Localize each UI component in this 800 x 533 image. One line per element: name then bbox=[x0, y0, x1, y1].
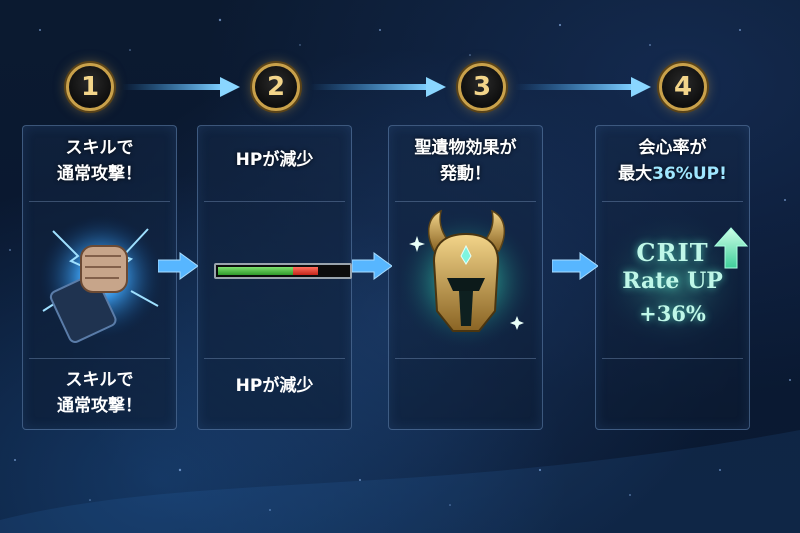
step-4-title-line2: 最大36%UP! bbox=[596, 162, 749, 187]
up-arrow-icon bbox=[714, 227, 748, 269]
step-4-title-line1: 会心率が bbox=[638, 138, 707, 158]
step-3-card: 聖遺物効果が 発動！ bbox=[388, 125, 543, 430]
step-4-number: 4 bbox=[673, 72, 693, 102]
divider bbox=[204, 201, 345, 202]
step-1-card: スキルで 通常攻撃！ スキルで 通常攻撃！ bbox=[22, 125, 177, 430]
hp-bar bbox=[214, 263, 352, 279]
step-2-number: 2 bbox=[266, 72, 286, 102]
crit-label: CRIT bbox=[636, 238, 709, 267]
step-4-card: 会心率が 最大36%UP! CRIT Rate UP +36% bbox=[595, 125, 750, 430]
step-2-bottom-text: HPが減少 bbox=[235, 376, 314, 396]
hp-bar-damage-fill bbox=[293, 267, 318, 275]
step-4-badge: 4 bbox=[659, 63, 707, 111]
top-arrow-right-icon bbox=[515, 77, 651, 97]
step-3-number: 3 bbox=[472, 72, 492, 102]
top-arrow-right-icon bbox=[122, 77, 240, 97]
divider bbox=[602, 358, 743, 359]
step-3-badge: 3 bbox=[458, 63, 506, 111]
step-1-badge: 1 bbox=[66, 63, 114, 111]
helmet-icon bbox=[396, 209, 536, 351]
top-arrow-right-icon bbox=[310, 77, 446, 97]
mid-arrow-right-icon bbox=[552, 252, 598, 280]
step-2-badge: 2 bbox=[252, 63, 300, 111]
step-3-title-line1: 聖遺物効果が bbox=[414, 138, 517, 158]
step-1-title-line1: スキルで bbox=[65, 138, 134, 158]
mid-arrow-right-icon bbox=[158, 252, 198, 280]
crit-rate-up-label: Rate UP bbox=[622, 268, 723, 294]
divider bbox=[395, 201, 536, 202]
crit-percent-label: +36% bbox=[639, 301, 706, 326]
step-2-title: HPが減少 bbox=[235, 150, 314, 170]
step-1-bottom-line2: 通常攻撃！ bbox=[57, 396, 142, 416]
step-4-title-prefix: 最大 bbox=[618, 164, 653, 184]
divider bbox=[395, 358, 536, 359]
step-4-title-highlight: 36%UP! bbox=[652, 164, 727, 184]
step-1-bottom-line1: スキルで bbox=[65, 370, 134, 390]
step-1-number: 1 bbox=[80, 72, 100, 102]
crit-glow-background bbox=[598, 211, 748, 351]
step-2-card: HPが減少 HPが減少 bbox=[197, 125, 352, 430]
divider bbox=[602, 201, 743, 202]
mid-arrow-right-icon bbox=[352, 252, 392, 280]
divider bbox=[29, 201, 170, 202]
divider bbox=[29, 358, 170, 359]
divider bbox=[204, 358, 345, 359]
hp-bar-current-fill bbox=[218, 267, 293, 275]
step-1-title-line2: 通常攻撃！ bbox=[57, 164, 142, 184]
fist-icon bbox=[39, 215, 163, 343]
step-3-title-line2: 発動！ bbox=[440, 164, 491, 184]
